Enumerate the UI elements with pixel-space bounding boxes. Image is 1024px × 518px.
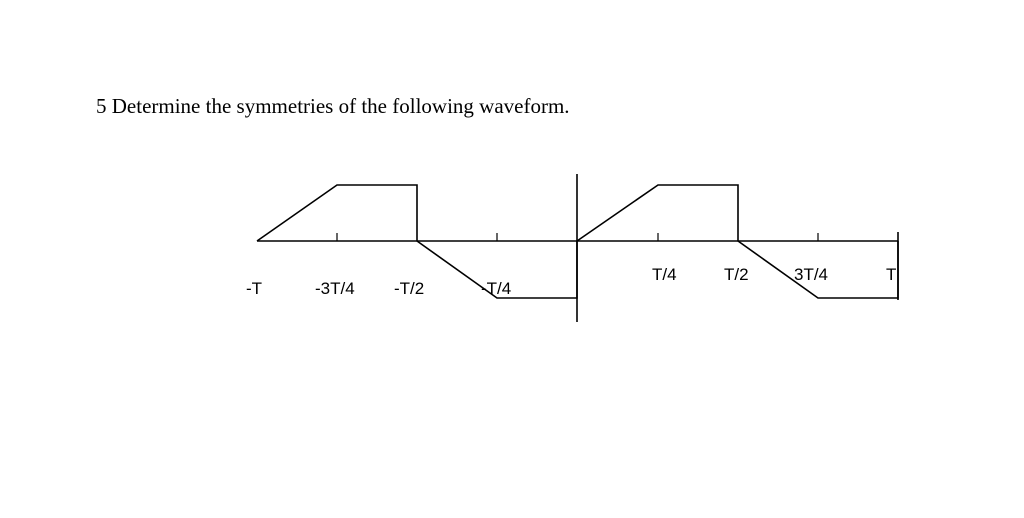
tick-label-neg-t: -T	[246, 279, 262, 298]
tick-label-neg-t2: -T/2	[394, 279, 424, 298]
tick-label-neg-t4: -T/4	[481, 279, 511, 298]
tick-label-3t4: 3T/4	[794, 265, 828, 284]
waveform-period-2	[576, 184, 899, 299]
tick-label-t4: T/4	[652, 265, 677, 284]
tick-label-neg-3t4: -3T/4	[315, 279, 355, 298]
question-text: 5 Determine the symmetries of the follow…	[96, 94, 570, 118]
tick-label-t2: T/2	[724, 265, 749, 284]
tick-label-t: T	[886, 265, 896, 284]
waveform-period-1	[256, 184, 578, 299]
